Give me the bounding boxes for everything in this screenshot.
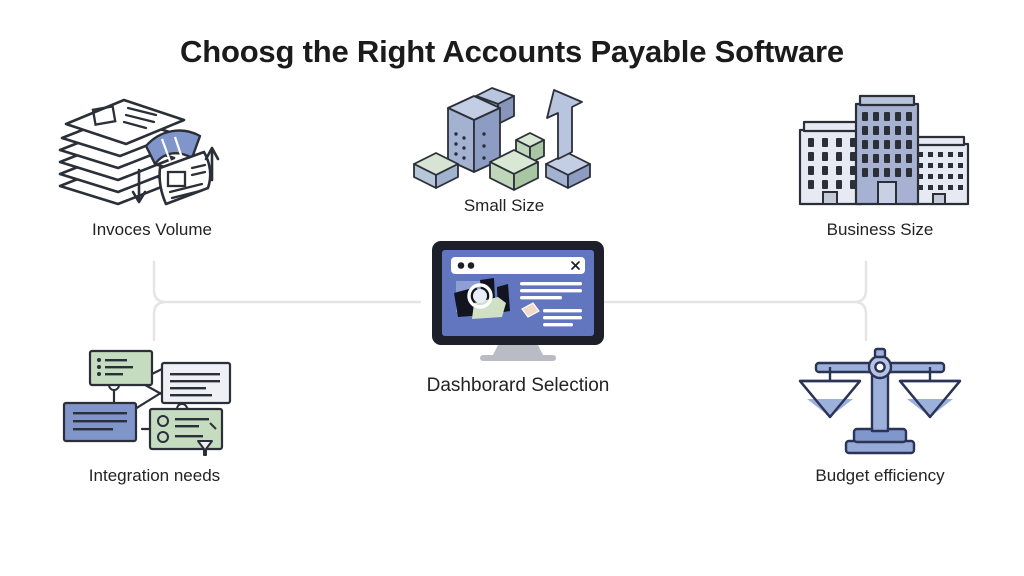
node-budget-efficiency[interactable]: Budget efficiency [770, 345, 990, 486]
center-building-windows [862, 112, 912, 177]
screen-text-lines [520, 282, 582, 327]
left-building-windows [808, 138, 856, 189]
node-label: Business Size [826, 220, 934, 239]
flask-icon [197, 440, 213, 456]
node-art [770, 82, 990, 214]
node-business-size[interactable]: Business Size [770, 82, 990, 240]
page-title: Choosg the Right Accounts Payable Softwa… [180, 34, 844, 69]
card-blue-bottom [62, 401, 138, 443]
desktop-monitor-dashboard-icon [432, 241, 604, 361]
node-label: Integration needs [88, 466, 221, 485]
node-art [42, 82, 262, 214]
right-building-windows [918, 152, 963, 190]
node-integration-needs[interactable]: Integration needs [42, 345, 267, 486]
connected-cards-network-icon [62, 349, 232, 456]
balance-scales-icon [798, 347, 962, 455]
close-icon [571, 261, 580, 270]
document-stack-icon [58, 98, 220, 206]
connector-left-bracket [152, 260, 422, 342]
node-label: Invoces Volume [91, 220, 212, 239]
node-label: Dashborard Selection [426, 375, 610, 396]
node-art [398, 237, 638, 369]
blue-band [144, 129, 202, 166]
node-art [404, 80, 604, 191]
node-art [42, 345, 267, 460]
card-green-top [88, 349, 154, 387]
office-buildings-icon [798, 94, 970, 206]
browser-dot [457, 262, 465, 269]
browser-dot [467, 262, 475, 269]
node-invoices-volume[interactable]: Invoces Volume [42, 82, 262, 240]
magnifier-icon [467, 283, 493, 309]
connector-right-bracket [602, 260, 868, 342]
node-art [770, 345, 990, 460]
card-green-bottom [148, 407, 224, 451]
node-label: Budget efficiency [815, 466, 945, 485]
isometric-blocks-growth-icon [413, 87, 591, 191]
card-white-top [160, 361, 232, 405]
node-label: Small Size [463, 196, 545, 215]
node-small-size[interactable]: Small Size [404, 80, 604, 216]
node-dashboard-selection[interactable]: Dashborard Selection [398, 237, 638, 397]
